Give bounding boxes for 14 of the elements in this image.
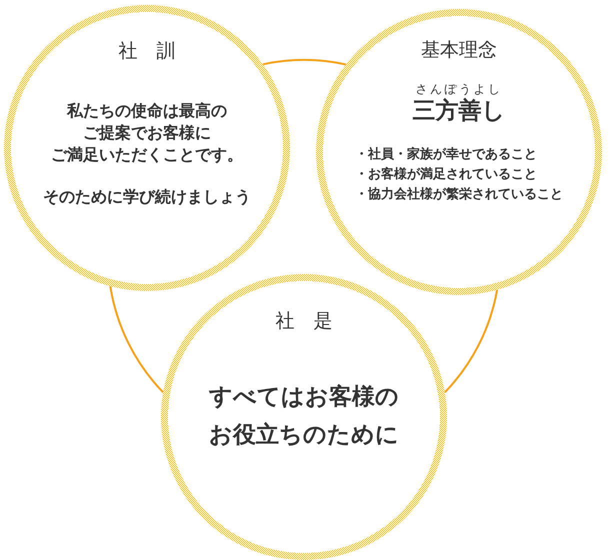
heading-text: 社 是 <box>276 310 332 333</box>
connector-arc <box>262 58 346 66</box>
bullet-item: ・社員・家族が幸せであること <box>355 146 537 164</box>
heading-text: 基本理念 <box>421 39 497 62</box>
bullet-item: ・協力会社様が繁栄されていること <box>355 186 563 204</box>
motto-text: 三方善し <box>412 97 506 125</box>
furigana-text: さんぽうよし <box>416 82 502 96</box>
connector-arc <box>109 286 164 393</box>
connector-arc <box>444 290 498 393</box>
body-text: 私たちの使命は最高のご提案でお客様にご満足いただくことです。 <box>51 100 243 166</box>
motto-text: すべてはお客様のお役立ちのために <box>209 383 399 450</box>
body-text: そのために学び続けましょう <box>43 186 251 208</box>
bullet-item: ・お客様が満足されていること <box>355 166 537 184</box>
heading-text: 社 訓 <box>118 40 176 63</box>
